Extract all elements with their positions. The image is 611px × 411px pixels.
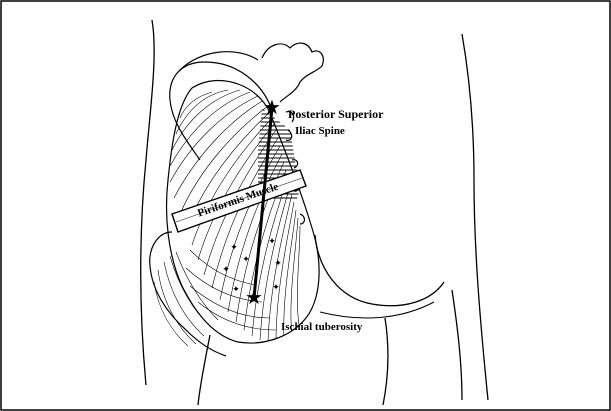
ischial-label: Ischial tuberosity <box>281 321 363 333</box>
ischial-star-icon: ★ <box>245 285 263 309</box>
psis-label-line1: Posterior Superior <box>288 107 384 121</box>
right-outer-contour <box>462 34 488 400</box>
trigger-point-icon: ✦ <box>230 243 238 253</box>
trigger-point-icon: ✦ <box>272 283 280 293</box>
trigger-point-icon: ✦ <box>242 255 250 265</box>
trochanter-outline <box>150 232 226 356</box>
inner-thigh-line <box>383 318 388 405</box>
psis-star-icon: ★ <box>263 95 281 119</box>
outer-thigh-right <box>452 290 462 400</box>
sacrum-edge <box>262 43 323 102</box>
buttock-crease <box>315 235 444 306</box>
left-outer-contour <box>141 20 154 385</box>
femur-region <box>150 232 226 356</box>
iliac-crest-top <box>180 52 258 70</box>
trigger-point-icon: ✦ <box>268 237 276 247</box>
trigger-point-icon: ✦ <box>222 265 230 275</box>
psis-label-line2: Iliac Spine <box>295 125 345 137</box>
trigger-point-icon: ✦ <box>232 285 240 295</box>
trigger-point-icon: ✦ <box>274 259 282 269</box>
iliac-crest <box>170 62 272 160</box>
